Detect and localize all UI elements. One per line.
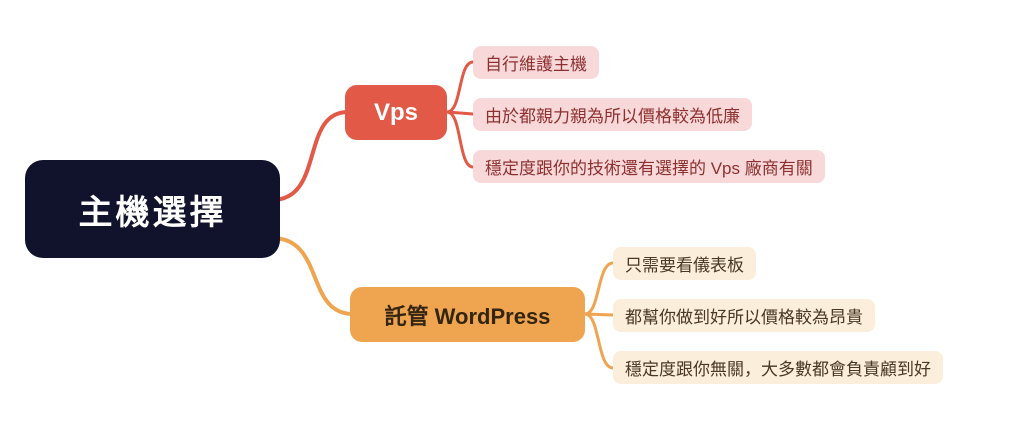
leaf-node-wordpress-3[interactable]: 穩定度跟你無關，大多數都會負責顧到好	[613, 351, 943, 384]
leaf-node-wordpress-2[interactable]: 都幫你做到好所以價格較為昂貴	[613, 299, 875, 332]
branch-node-managed-wordpress[interactable]: 託管 WordPress	[350, 287, 585, 342]
leaf-node-wordpress-1[interactable]: 只需要看儀表板	[613, 247, 756, 280]
root-node-host-selection[interactable]: 主機選擇	[25, 160, 280, 258]
branch-node-vps[interactable]: Vps	[345, 85, 447, 140]
leaf-node-vps-2[interactable]: 由於都親力親為所以價格較為低廉	[473, 98, 752, 131]
leaf-node-vps-3[interactable]: 穩定度跟你的技術還有選擇的 Vps 廠商有關	[473, 150, 825, 183]
leaf-node-vps-1[interactable]: 自行維護主機	[473, 46, 599, 79]
